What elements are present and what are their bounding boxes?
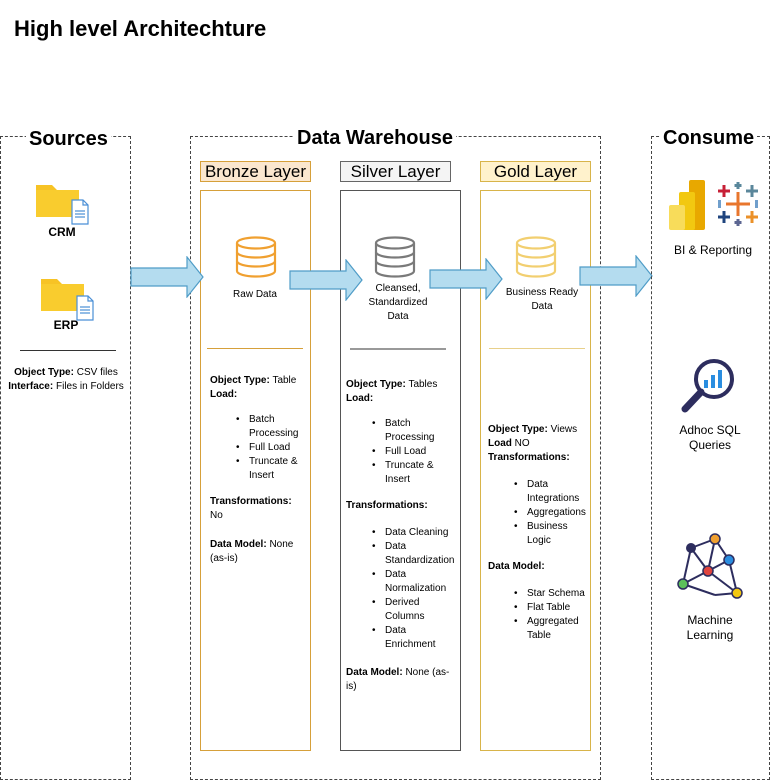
document-icon [76,295,94,321]
data-model-value: None (as-is) [210,539,294,564]
gold-layer-tag: Gold Layer [480,161,591,182]
object-type-value: CSV files [76,367,118,378]
gold-divider [489,348,585,349]
consume-sql-label: Adhoc SQL Queries [679,423,741,452]
load-value: NO [514,438,530,449]
object-type-label: Object Type: [210,375,270,386]
list-item: Full Load [236,441,306,455]
power-bi-icon [669,180,705,230]
arrow-right-icon [429,258,503,300]
consume-ml-label: Machine Learning [686,613,734,642]
sources-heading: Sources [26,128,111,151]
list-item: Data Normalization [372,568,449,596]
bronze-caption: Raw Data [233,289,277,300]
gold-data-model-list: Star Schema Flat Table Aggregated Table [514,587,588,643]
data-model-label: Data Model: [346,667,403,678]
bronze-details: Object Type: Table Load: Batch Processin… [210,374,306,566]
bronze-layer-tag: Bronze Layer [200,161,311,182]
gold-layer-box [480,190,591,751]
silver-caption: Cleansed, Standardized Data [368,283,428,322]
sources-details: Object Type: CSV files Interface: Files … [6,366,126,394]
list-item: Batch Processing [372,417,441,445]
consume-section [651,136,770,780]
list-item: Truncate & Insert [372,459,441,487]
data-model-value: None (as-is) [346,667,450,692]
list-item: Derived Columns [372,596,437,624]
arrow-right-icon [579,255,653,297]
gold-caption: Business Ready Data [505,287,579,312]
object-type-value: Tables [408,379,438,390]
sources-divider [20,350,116,351]
interface-label: Interface: [8,381,54,392]
consume-bi-label: BI & Reporting [673,243,753,257]
list-item: Flat Table [514,601,588,615]
source-crm-label: CRM [48,225,76,239]
transformations-label: Transformations: [488,452,570,463]
database-icon [235,236,277,278]
tableau-icon [718,182,758,226]
network-graph-icon [677,533,743,599]
list-item: Full Load [372,445,454,459]
list-item: Aggregated Table [514,615,583,643]
silver-transformations-list: Data Cleaning Data Standardization Data … [372,526,455,652]
object-type-value: Views [550,424,578,435]
object-type-label: Object Type: [346,379,406,390]
transformations-label: Transformations: [346,500,428,511]
page-title: High level Architechture [14,16,267,41]
list-item: Data Cleaning [372,526,454,540]
source-erp-label: ERP [53,318,79,332]
database-icon [515,236,557,278]
list-item: Data Integrations [514,478,585,506]
bronze-layer-box [200,190,311,751]
list-item: Data Enrichment [372,624,445,652]
silver-divider [350,348,446,350]
warehouse-heading: Data Warehouse [294,127,456,150]
consume-heading: Consume [660,127,758,150]
load-label: Load [488,438,512,449]
magnifier-chart-icon [681,359,734,413]
object-type-label: Object Type: [488,424,548,435]
list-item: Star Schema [514,587,588,601]
silver-load-list: Batch Processing Full Load Truncate & In… [372,417,454,487]
gold-details: Object Type: Views Load NO Transformatio… [488,423,588,643]
object-type-value: Table [272,375,297,386]
arrow-right-icon [130,256,204,298]
bronze-divider [207,348,303,349]
database-icon [374,236,416,278]
folder-icon [36,185,89,225]
load-label: Load: [210,389,238,400]
document-icon [71,199,89,225]
silver-layer-tag: Silver Layer [340,161,451,182]
data-model-label: Data Model: [488,561,545,572]
list-item: Truncate & Insert [236,455,305,483]
folder-icon [41,279,94,321]
load-label: Load: [346,393,374,404]
data-model-label: Data Model: [210,539,267,550]
interface-value: Files in Folders [55,381,124,392]
list-item: Aggregations [514,506,588,520]
gold-transformations-list: Data Integrations Aggregations Business … [514,478,588,548]
silver-details: Object Type: Tables Load: Batch Processi… [346,378,455,694]
arrow-right-icon [289,259,363,301]
list-item: Batch Processing [236,413,305,441]
bronze-load-list: Batch Processing Full Load Truncate & In… [236,413,306,483]
list-item: Data Standardization [372,540,455,568]
silver-layer-box [340,190,461,751]
list-item: Business Logic [514,520,575,548]
transformations-value: No [210,510,223,521]
transformations-label: Transformations: [210,496,292,507]
object-type-label: Object Type: [14,367,74,378]
